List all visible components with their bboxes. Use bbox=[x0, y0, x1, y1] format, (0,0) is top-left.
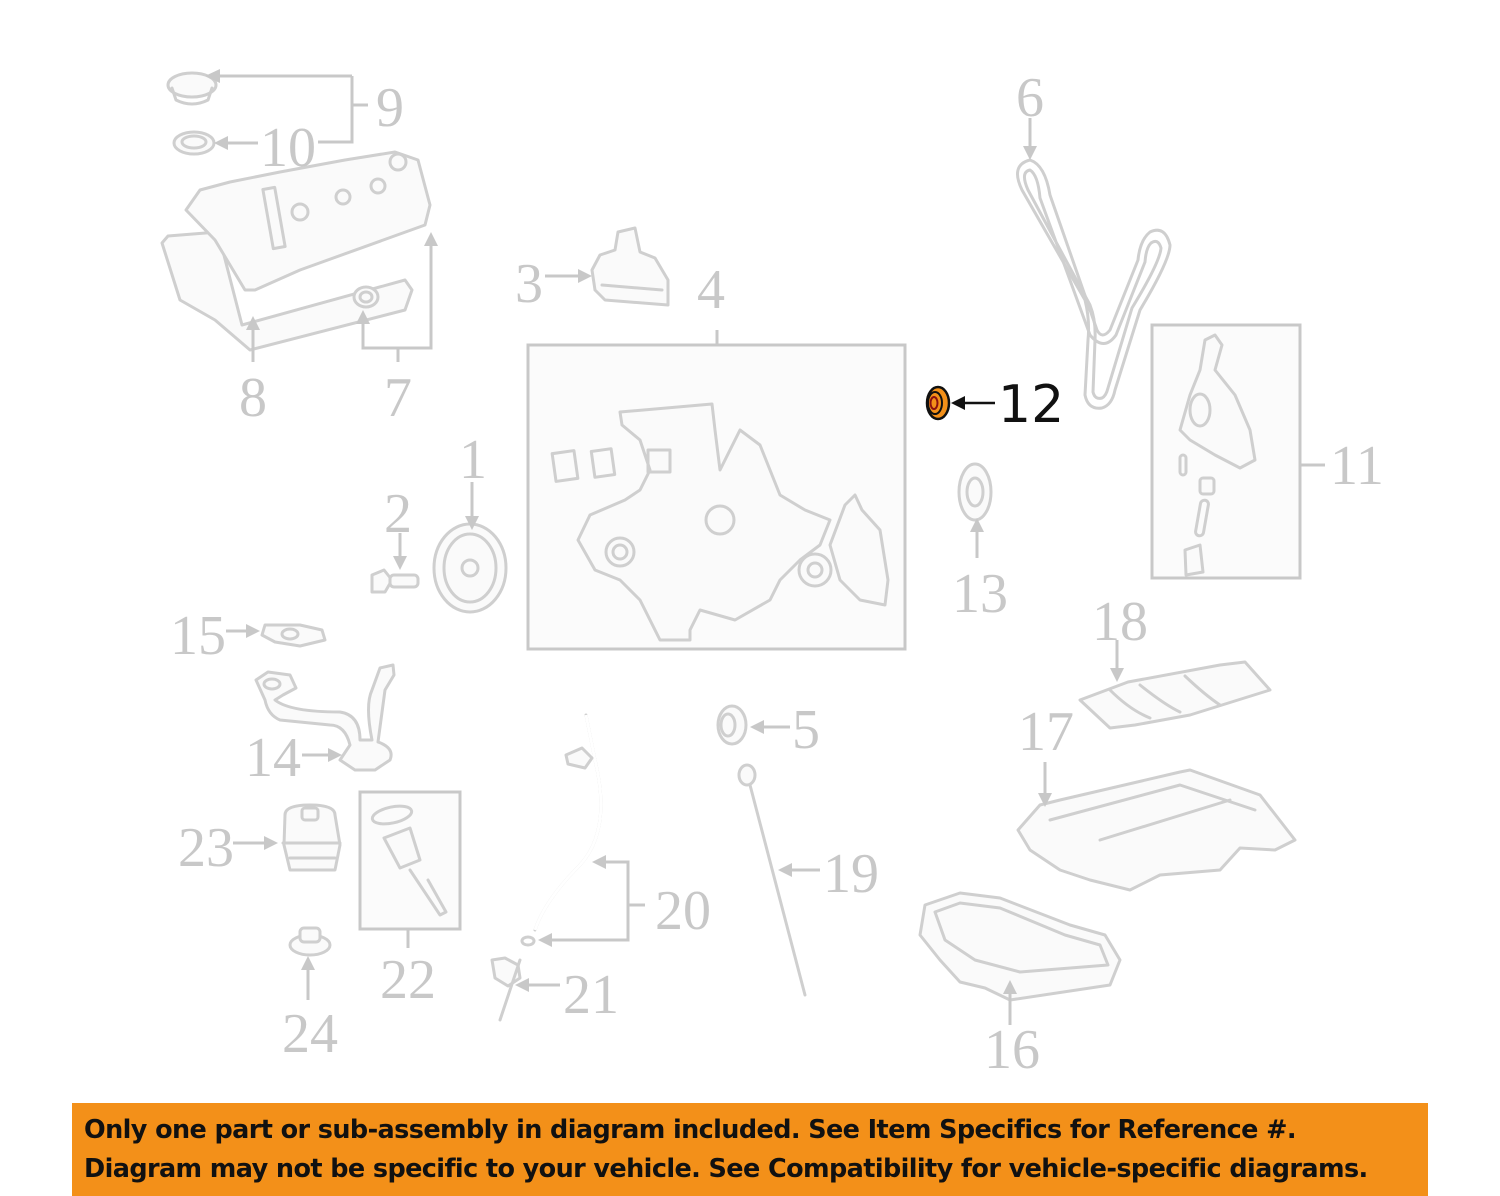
callout-7[interactable]: 7 bbox=[384, 367, 412, 429]
callout-23[interactable]: 23 bbox=[178, 817, 234, 879]
callout-19[interactable]: 19 bbox=[823, 843, 879, 905]
diagram-line-art bbox=[160, 69, 1325, 1025]
disclaimer-line-2: Diagram may not be specific to your vehi… bbox=[84, 1154, 1368, 1184]
oil-pan-baffle-icon bbox=[1078, 660, 1272, 730]
callout-6[interactable]: 6 bbox=[1016, 67, 1044, 129]
callout-17[interactable]: 17 bbox=[1018, 701, 1074, 763]
valve-cover-icon bbox=[160, 150, 432, 352]
oil-strainer-icon bbox=[254, 663, 396, 772]
callout-20[interactable]: 20 bbox=[655, 880, 711, 942]
callout-4[interactable]: 4 bbox=[697, 259, 725, 321]
timing-cover-icon bbox=[550, 402, 890, 642]
callout-21[interactable]: 21 bbox=[563, 964, 619, 1026]
callout-24[interactable]: 24 bbox=[282, 1003, 338, 1065]
oil-filter-housing-icon bbox=[281, 803, 342, 872]
lower-oil-pan-icon bbox=[918, 891, 1122, 1002]
valve-cover-grommet-icon bbox=[352, 285, 380, 309]
callout-2[interactable]: 2 bbox=[384, 483, 412, 545]
oil-pump-icon bbox=[1178, 333, 1257, 577]
dipstick-icon bbox=[737, 763, 807, 997]
seal-icon bbox=[716, 704, 748, 746]
dipstick-bracket-icon bbox=[490, 956, 522, 1022]
callout-5[interactable]: 5 bbox=[792, 699, 820, 761]
parts-diagram: 1 2 3 4 5 6 7 8 9 10 11 12 13 14 15 16 1… bbox=[160, 67, 1384, 1081]
oil-filler-cap-icon bbox=[166, 71, 218, 106]
sprocket-icon bbox=[957, 462, 993, 522]
crankshaft-pulley-icon bbox=[432, 522, 508, 614]
disclaimer-line-1: Only one part or sub-assembly in diagram… bbox=[84, 1115, 1297, 1145]
callout-1[interactable]: 1 bbox=[459, 429, 487, 491]
cap-gasket-icon bbox=[172, 130, 216, 156]
upper-oil-pan-icon bbox=[1016, 768, 1297, 892]
bolt-icon bbox=[370, 568, 420, 594]
strainer-gasket-icon bbox=[260, 623, 327, 648]
callout-16[interactable]: 16 bbox=[984, 1019, 1040, 1081]
callout-22[interactable]: 22 bbox=[380, 949, 436, 1011]
bracket-icon bbox=[590, 226, 670, 307]
callout-15[interactable]: 15 bbox=[170, 605, 226, 667]
dipstick-tube-icon bbox=[520, 713, 603, 947]
oil-filter-element-icon bbox=[370, 804, 448, 917]
callout-9[interactable]: 9 bbox=[376, 77, 404, 139]
callout-8[interactable]: 8 bbox=[239, 367, 267, 429]
highlighted-seal-icon bbox=[925, 385, 951, 421]
callout-11[interactable]: 11 bbox=[1330, 435, 1384, 497]
callout-18[interactable]: 18 bbox=[1092, 591, 1148, 653]
drain-plug-icon bbox=[288, 926, 332, 957]
callout-14[interactable]: 14 bbox=[245, 727, 301, 789]
callout-12-highlighted[interactable]: 12 bbox=[998, 375, 1065, 435]
timing-chain-icon bbox=[1016, 158, 1172, 410]
callout-10[interactable]: 10 bbox=[260, 117, 316, 179]
callout-13[interactable]: 13 bbox=[952, 563, 1008, 625]
disclaimer-banner: Only one part or sub-assembly in diagram… bbox=[72, 1103, 1428, 1196]
callout-3[interactable]: 3 bbox=[515, 253, 543, 315]
